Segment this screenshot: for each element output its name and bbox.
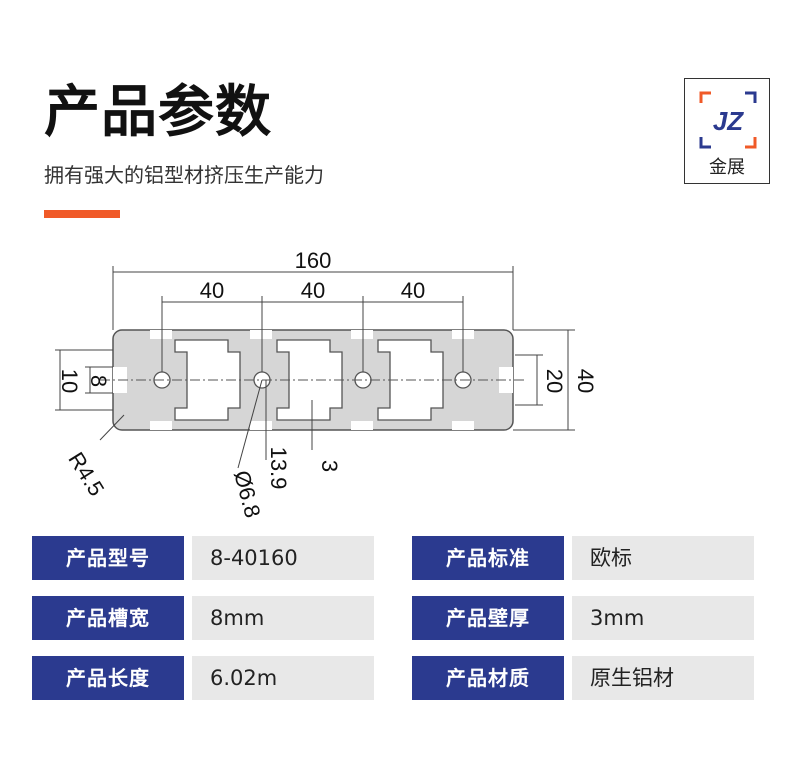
dimension-lines [55,266,575,469]
spec-label: 产品槽宽 [32,596,184,640]
spec-label: 产品材质 [412,656,564,700]
spec-value: 6.02m [192,656,374,700]
page-subtitle: 拥有强大的铝型材挤压生产能力 [44,163,324,187]
dim-opening: 10 [57,369,82,393]
dim-overall-width: 160 [295,248,332,273]
spec-value: 8-40160 [192,536,374,580]
logo-name: 金展 [709,157,745,178]
dim-radius: R4.5 [63,448,109,501]
dim-depth: 13.9 [266,447,291,490]
spec-value: 欧标 [572,536,754,580]
logo-mark-text: JZ [713,106,744,136]
dim-pitch-1: 40 [200,278,224,303]
dim-slot-width: 8 [86,375,111,387]
dim-pitch-2: 40 [301,278,325,303]
dim-wall: 3 [317,460,342,472]
profile-cavities [113,330,513,430]
page-title: 产品参数 [44,80,272,145]
brand-logo: JZ 金展 [684,78,770,184]
spec-label: 产品长度 [32,656,184,700]
spec-value: 8mm [192,596,374,640]
spec-value: 原生铝材 [572,656,754,700]
accent-bar [44,210,120,218]
dim-hole-diameter: Ø6.8 [229,468,265,521]
dim-pitch-3: 40 [401,278,425,303]
dim-slot-height: 20 [542,369,567,393]
dim-overall-height: 40 [573,369,598,393]
logo-mark: JZ [699,91,757,149]
spec-label: 产品型号 [32,536,184,580]
profile-drawing: 160 40 40 40 20 40 10 8 R4.5 Ø6.8 13.9 3 [55,248,598,521]
spec-label: 产品壁厚 [412,596,564,640]
spec-value: 3mm [572,596,754,640]
spec-label: 产品标准 [412,536,564,580]
